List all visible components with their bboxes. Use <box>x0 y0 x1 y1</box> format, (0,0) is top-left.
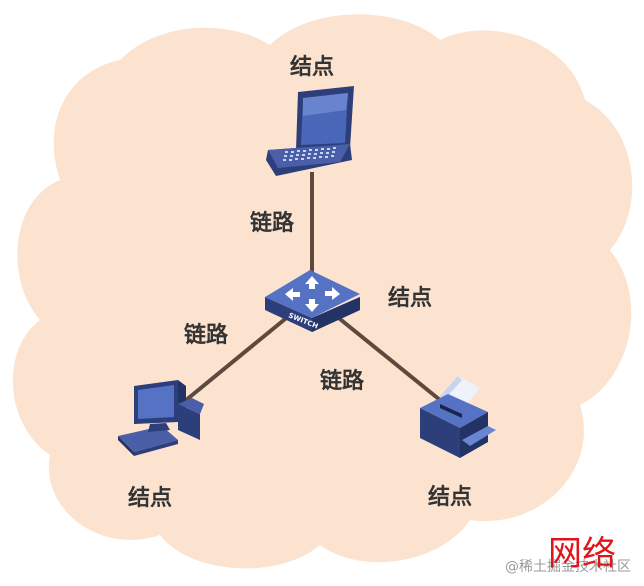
printer-node-label: 结点 <box>428 484 472 510</box>
pc-node-label: 结点 <box>128 485 172 511</box>
switch-icon: SWITCH <box>265 270 360 332</box>
laptop-icon <box>266 86 354 176</box>
desktop-pc-icon <box>118 380 204 456</box>
printer-icon <box>420 376 496 458</box>
laptop-node-label: 结点 <box>290 54 334 80</box>
caption-text: 网络 <box>548 534 616 574</box>
links <box>178 172 442 407</box>
top-link-label: 链路 <box>250 210 295 236</box>
link-right <box>333 313 442 402</box>
switch-node-label: 结点 <box>388 285 432 311</box>
link-left <box>178 313 292 407</box>
watermark-text: @稀土掘金技术社区 <box>505 559 631 575</box>
right-link-label: 链路 <box>320 368 365 394</box>
left-link-label: 链路 <box>184 322 229 348</box>
